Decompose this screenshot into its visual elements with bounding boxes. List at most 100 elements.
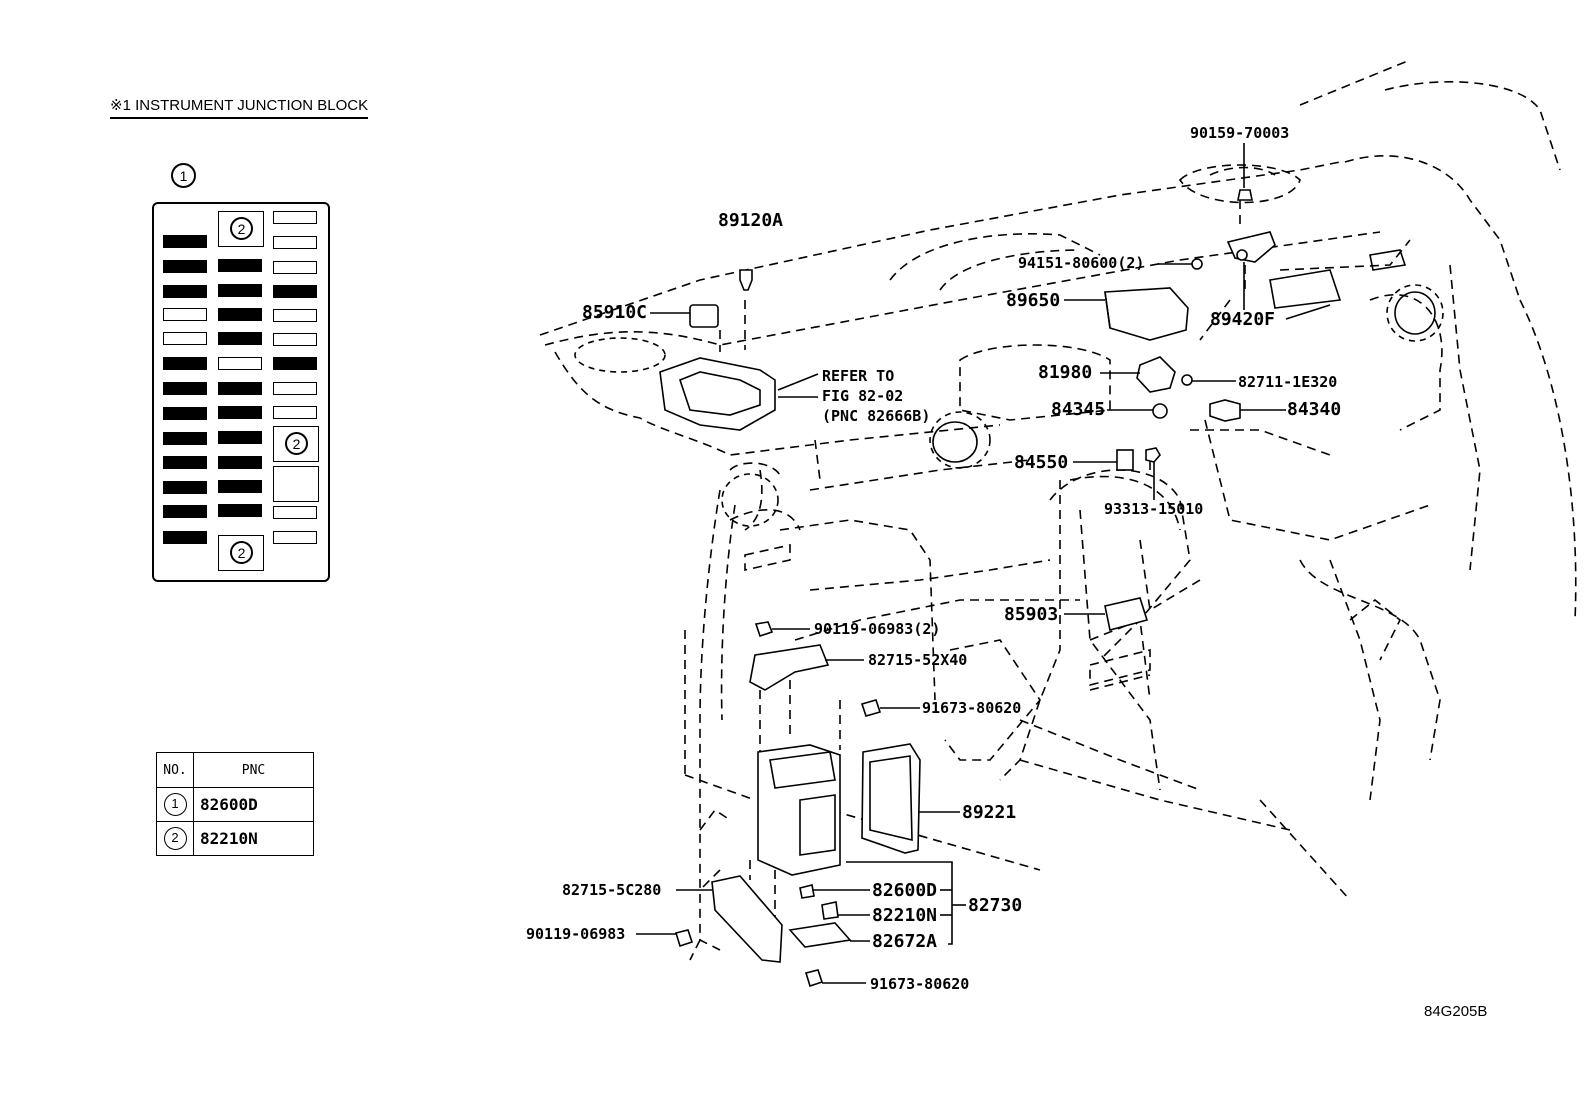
fuse-slot <box>218 259 262 272</box>
fuse-slot <box>273 261 317 274</box>
fuse-slot <box>218 456 262 469</box>
fuse-slot <box>218 308 262 321</box>
fuse-slot <box>273 406 317 419</box>
row-no: 2 <box>163 827 187 850</box>
bolt-90119-06983-lower <box>674 929 694 948</box>
label-89650: 89650 <box>1006 290 1061 311</box>
fuse-slot <box>273 309 317 322</box>
fuse-slot <box>163 308 207 321</box>
label-90159-70003: 90159-70003 <box>1190 124 1290 142</box>
label-84340: 84340 <box>1287 399 1342 420</box>
junction-block-outline: 2 2 2 <box>152 202 330 582</box>
nut-94151-80600 <box>1191 258 1203 270</box>
callout-2: 2 <box>230 541 253 564</box>
leader-lines <box>636 143 1331 984</box>
fuse-slot <box>273 236 317 249</box>
cap-84345 <box>1152 403 1168 419</box>
fuse-82600D <box>799 884 815 899</box>
label-90119-06983-2: 90119-06983(2) <box>814 620 941 638</box>
relay-85903 <box>1104 597 1149 631</box>
relay-socket: 2 <box>218 535 264 571</box>
screw-93313-15010 <box>1145 447 1161 463</box>
bolt-90159-70003 <box>1237 189 1253 201</box>
fuse-slot <box>163 407 207 420</box>
fuse-slot <box>163 285 207 298</box>
fuse-slot <box>163 357 207 370</box>
label-91673-80620-lower: 91673-80620 <box>870 975 970 993</box>
label-82210N: 82210N <box>872 905 938 926</box>
relay-82210N <box>821 901 839 920</box>
fuse-slot <box>163 235 207 248</box>
row-pnc: 82210N <box>193 821 314 856</box>
label-82600D: 82600D <box>872 880 938 901</box>
relay-socket-empty <box>273 466 319 502</box>
label-refer-to: REFER TO <box>822 367 895 385</box>
row-no: 1 <box>163 793 187 816</box>
fuse-slot <box>273 531 317 544</box>
pnc-table: NO. PNC 1 82600D 2 82210N <box>156 752 314 856</box>
fuse-slot <box>163 456 207 469</box>
label-82730: 82730 <box>968 895 1023 916</box>
label-82715-52X40: 82715-52X40 <box>868 651 968 669</box>
label-85903: 85903 <box>1004 604 1059 625</box>
relay-85910C <box>689 304 719 328</box>
bolt-90119-06983-upper <box>754 621 774 638</box>
cover-82672A <box>788 922 852 948</box>
label-84550: 84550 <box>1014 452 1069 473</box>
label-refer-fig: FIG 82-02 <box>822 387 904 405</box>
fuse-slot <box>273 285 317 298</box>
fuse-slot <box>163 505 207 518</box>
dashboard-outline <box>539 59 1577 961</box>
bolt-91673-80620-lower <box>804 969 824 988</box>
figure-id: 84G205B <box>1424 1003 1488 1020</box>
label-93313-15010: 93313-15010 <box>1104 500 1204 518</box>
label-85910C: 85910C <box>582 302 648 323</box>
callout-1: 1 <box>171 163 196 188</box>
table-row: 1 82600D <box>156 787 314 822</box>
components <box>659 189 1276 988</box>
switch-84340 <box>1209 399 1241 422</box>
label-90119-06983: 90119-06983 <box>526 925 626 943</box>
bracket-82715-5C280 <box>711 875 783 963</box>
label-82672A: 82672A <box>872 931 938 952</box>
fuse-slot <box>273 211 317 224</box>
fuse-slot <box>218 504 262 517</box>
label-89420F: 89420F <box>1210 309 1276 330</box>
clip-89120A <box>739 269 753 291</box>
fuse-slot <box>273 333 317 346</box>
relay-socket: 2 <box>273 426 319 462</box>
label-94151-80600: 94151-80600(2) <box>1018 254 1145 272</box>
label-82715-5C280: 82715-5C280 <box>562 881 662 899</box>
label-91673-80620-upper: 91673-80620 <box>922 699 1022 717</box>
fuse-slot <box>273 506 317 519</box>
module-89650 <box>1104 287 1189 341</box>
fuse-slot <box>273 357 317 370</box>
table-row: 2 82210N <box>156 821 314 856</box>
section-title: ※1 INSTRUMENT JUNCTION BLOCK <box>110 96 369 119</box>
fuse-slot <box>163 260 207 273</box>
fuse-slot <box>163 531 207 544</box>
label-refer-pnc: (PNC 82666B) <box>822 407 931 425</box>
fuse-slot <box>218 382 262 395</box>
fuse-slot <box>273 382 317 395</box>
fuse-slot <box>163 332 207 345</box>
bolt-91673-80620-upper <box>860 699 882 717</box>
vents <box>574 249 1444 527</box>
switch-81980 <box>1136 356 1176 393</box>
label-89221: 89221 <box>962 802 1017 823</box>
callout-2: 2 <box>230 217 253 240</box>
switch-84550 <box>1116 449 1134 471</box>
label-84345: 84345 <box>1051 399 1106 420</box>
label-89120A: 89120A <box>718 210 784 231</box>
label-82711-1E320: 82711-1E320 <box>1238 373 1338 391</box>
fuse-slot <box>218 332 262 345</box>
fuse-slot <box>163 382 207 395</box>
clip-82711-1E320 <box>1181 374 1193 386</box>
fuse-slot <box>218 284 262 297</box>
fuse-slot <box>218 431 262 444</box>
bracket-82715-52X40 <box>749 644 830 691</box>
relay-socket: 2 <box>218 211 264 247</box>
fuse-slot <box>218 480 262 493</box>
row-pnc: 82600D <box>193 787 314 822</box>
